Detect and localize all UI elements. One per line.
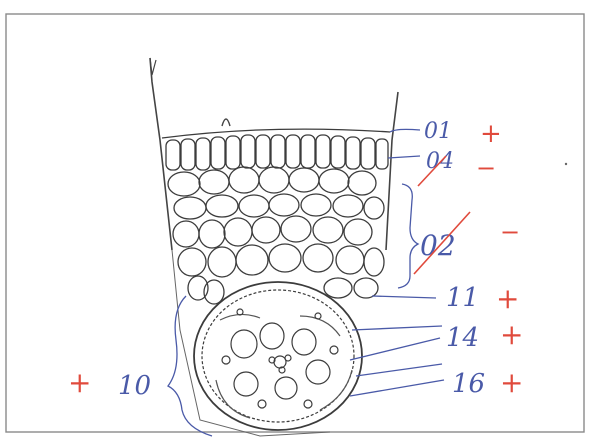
page-border [6, 14, 584, 432]
grade-14-mark: + [500, 318, 523, 351]
stray-dot [565, 163, 567, 165]
label-01: 01 [424, 119, 452, 144]
label-14: 14 [446, 323, 479, 353]
label-16: 16 [452, 369, 485, 399]
label-10: 10 [118, 371, 151, 401]
grade-01-mark: + [480, 119, 502, 149]
grade-10-mark: + [68, 366, 91, 399]
grade-16-mark: + [500, 366, 523, 399]
grade-04-mark: − [476, 154, 496, 182]
label-11: 11 [446, 283, 479, 313]
grade-11-mark: + [496, 282, 519, 315]
grade-02-mark: − [500, 218, 520, 246]
